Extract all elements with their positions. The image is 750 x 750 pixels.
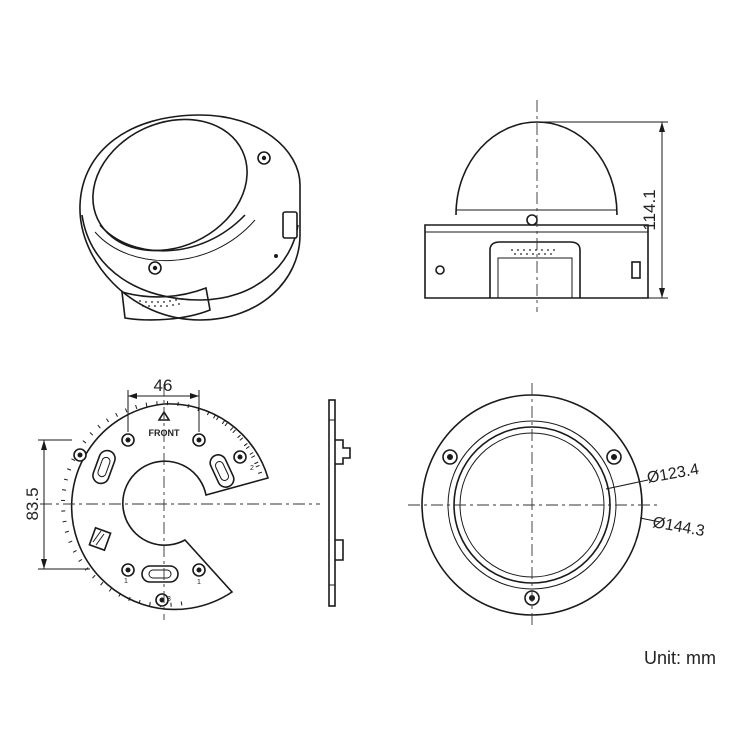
rim-tick [118, 592, 122, 597]
isometric-view [79, 114, 301, 321]
rim-tick [187, 403, 190, 409]
plate-height-label: 83.5 [23, 487, 42, 520]
hole-spacing-label: 46 [154, 376, 173, 395]
rim-tick [206, 411, 210, 416]
rim-tick [251, 455, 256, 458]
rim-tick [213, 414, 216, 419]
rim-tick [61, 489, 67, 491]
rim-tick [64, 530, 69, 533]
rim-tick [243, 443, 248, 447]
rim-tick [128, 596, 131, 601]
outer-diameter-label: Ø144.3 [651, 514, 706, 540]
rim-tick [180, 601, 183, 606]
rim-tick [105, 418, 110, 423]
front-elevation-view: 114.1 [424, 100, 668, 312]
rim-tick [78, 558, 83, 563]
rim-tick [258, 471, 263, 474]
plate-side-profile [328, 399, 351, 607]
rim-tick [138, 599, 141, 605]
mounting-plate-view: FRONT 1 1 2 3 46 [23, 376, 320, 620]
hole-label-1b: 1 [197, 579, 201, 586]
rim-tick [89, 432, 94, 436]
hole-label-3: 3 [167, 596, 171, 603]
rim-tick [237, 434, 241, 439]
rim-tick [149, 601, 151, 607]
plate-rim-ticks [61, 401, 263, 607]
rim-tick [71, 458, 76, 462]
rim-tick [216, 416, 220, 421]
rim-tick [100, 581, 104, 586]
rim-tick [245, 445, 250, 450]
inner-diameter-label: Ø123.4 [646, 461, 701, 487]
rim-tick [124, 408, 128, 413]
rim-tick [229, 427, 234, 431]
vent-dots-iso [139, 298, 183, 307]
rim-tick [232, 429, 236, 434]
rim-tick [63, 478, 69, 481]
rim-tick [135, 404, 138, 409]
rim-tick [82, 440, 87, 444]
rim-tick [97, 424, 101, 429]
rim-tick [177, 401, 179, 407]
rim-tick [92, 574, 96, 579]
rim-tick [254, 461, 259, 465]
rim-tick [145, 402, 148, 407]
rim-tick [62, 520, 67, 523]
vent-dots-front [511, 249, 555, 255]
rim-tick [249, 452, 254, 455]
hole-label-1a: 1 [124, 578, 128, 585]
rim-tick [224, 422, 228, 427]
unit-label: Unit: mm [644, 648, 716, 668]
rim-tick [239, 437, 244, 441]
rim-tick [72, 550, 77, 553]
height-dimension-label: 114.1 [640, 189, 659, 230]
rim-tick [108, 587, 112, 592]
hole-label-2: 2 [250, 465, 254, 472]
rim-tick [67, 468, 72, 471]
rim-tick [115, 412, 118, 417]
bottom-view: Ø123.4 Ø144.3 [408, 383, 706, 628]
rim-tick [68, 540, 73, 544]
rim-tick [221, 420, 225, 425]
rim-tick [255, 464, 260, 468]
